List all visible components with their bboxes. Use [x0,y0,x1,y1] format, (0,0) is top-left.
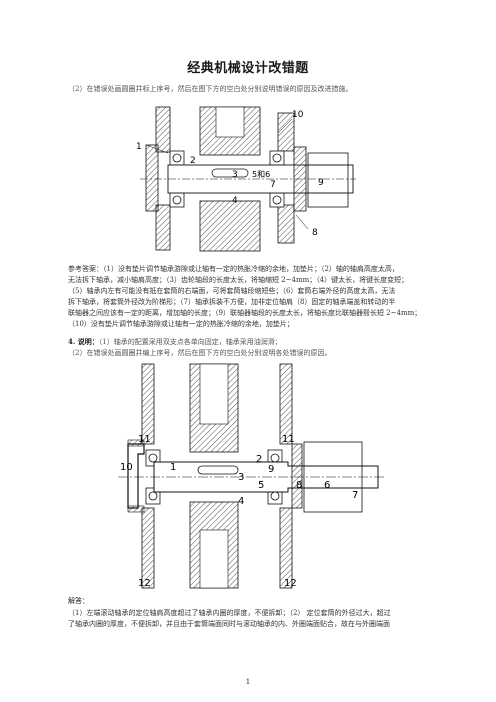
fig1-label: 8 [312,228,318,238]
answer-2-line: （1）左端滚动轴承的定位轴肩高度超过了轴承内圈的厚度，不便拆卸；（2） 定位套筒… [68,609,391,617]
page-title: 经典机械设计改错题 [187,61,309,76]
fig1-label: 9 [318,178,324,188]
fig2-label: 9 [268,464,274,475]
bearing-left-top [169,150,185,166]
housing-left-bottom [141,507,155,589]
answer-1: 参考答案：（1）没有垫片调节轴承游隙或让轴有一定的热胀冷缩的余地，加垫片；（2）… [68,264,428,330]
key [197,465,239,475]
fig2-label: 4 [238,496,244,507]
question-2-heading-text: （1）轴承的配置采用双支点各单向固定，轴承采用油润滑； [98,338,282,346]
housing-left-bottom [155,204,171,251]
housing-right-bottom [277,204,295,244]
fig2-label: 6 [324,480,330,491]
fig2-label: 12 [284,578,297,589]
fig1-label: 7 [270,180,276,190]
answer-1-line: （10）没有垫片调节轴承游隙或让轴有一定的热胀冷缩的余地，加垫片； [68,320,294,328]
question-2-heading: 4. 说明：（1）轴承的配置采用双支点各单向固定，轴承采用油润滑； [68,336,428,348]
answer-1-line: 联轴器之间应该有一定的距离，增加轴的长度；（9）联轴器轴段的长度太长，将轴长度比… [68,309,422,317]
fig2-label: 12 [138,578,151,589]
housing-left-top [141,363,155,445]
fig2-label: 10 [120,462,133,473]
bearing-right-bottom [269,192,285,208]
answer-1-line: 参考答案：（1）没有垫片调节轴承游隙或让轴有一定的热胀冷缩的余地，加垫片；（2）… [68,265,399,273]
housing-right-top [277,112,295,152]
question-2-heading-label: 4. 说明： [68,337,99,346]
coupling [307,152,349,208]
fig2-label: 7 [352,490,358,501]
housing-left-top [155,106,171,153]
fig2-label: 3 [238,472,244,483]
housing-right-bottom [279,507,293,589]
fig2-label: 11 [282,434,295,445]
answer-1-line: 无法拆下轴承，减小轴肩高度；（3）齿轮轴段的长度太长，将轴缩短 2~4mm；（4… [68,276,409,284]
gear-bottom [199,200,261,252]
bearing-left-bottom [169,192,185,208]
fig2-label: 5 [258,480,264,491]
answer-2-heading: 解答： [68,597,89,605]
answer-2: （1）左端滚动轴承的定位轴肩高度超过了轴承内圈的厚度，不便拆卸；（2） 定位套筒… [68,608,428,630]
fig1-label: 3 [232,170,238,180]
fig2-label: 1 [170,462,176,473]
fig2-label: 2 [256,454,262,465]
fig2-label: 11 [138,434,151,445]
answer-2-line: 了轴承内圈的厚度，不便拆卸，并且由于套筒端面同时与滚动轴承的内、外圈端面贴合，故… [68,620,390,628]
page-number: 1 [245,678,251,686]
question-1-instruction: （2）在错误处画圆圈并标上序号，然后在图下方的空白处分别说明错误的原因及改进措施… [68,85,353,93]
bearing-right-top [269,150,285,166]
fig1-label: 1 [136,142,142,152]
coupling [303,441,363,513]
answer-1-line: 拆下轴承，将套筒外径改为阶梯形；（7）轴承拆装不方便，加非定位轴肩（8）固定的轴… [68,298,396,306]
fig2-label: 8 [296,480,302,491]
answer-1-line: （5）轴承内左有可能没有抵在套筒的右端面，可将套筒轴段缩短些；（6）套筒右端外径… [68,287,396,295]
key [211,168,249,178]
figure-1-shaft-assembly: 1 2 3 4 5和6 7 8 9 10 [136,106,356,252]
figure-2-shaft-assembly: 11 11 10 1 2 3 4 5 6 7 8 9 12 12 [118,363,384,589]
fig1-label: 2 [190,156,196,166]
fig1-label: 5和6 [252,170,270,179]
housing-right-top [279,363,293,445]
question-2-instruction: （2）在错误处画圆圈并编上序号，然后在图下方的空白处分别说明各处错误的原因。 [68,349,332,357]
fig1-label: 4 [232,196,238,206]
fig1-label: 10 [292,110,304,120]
